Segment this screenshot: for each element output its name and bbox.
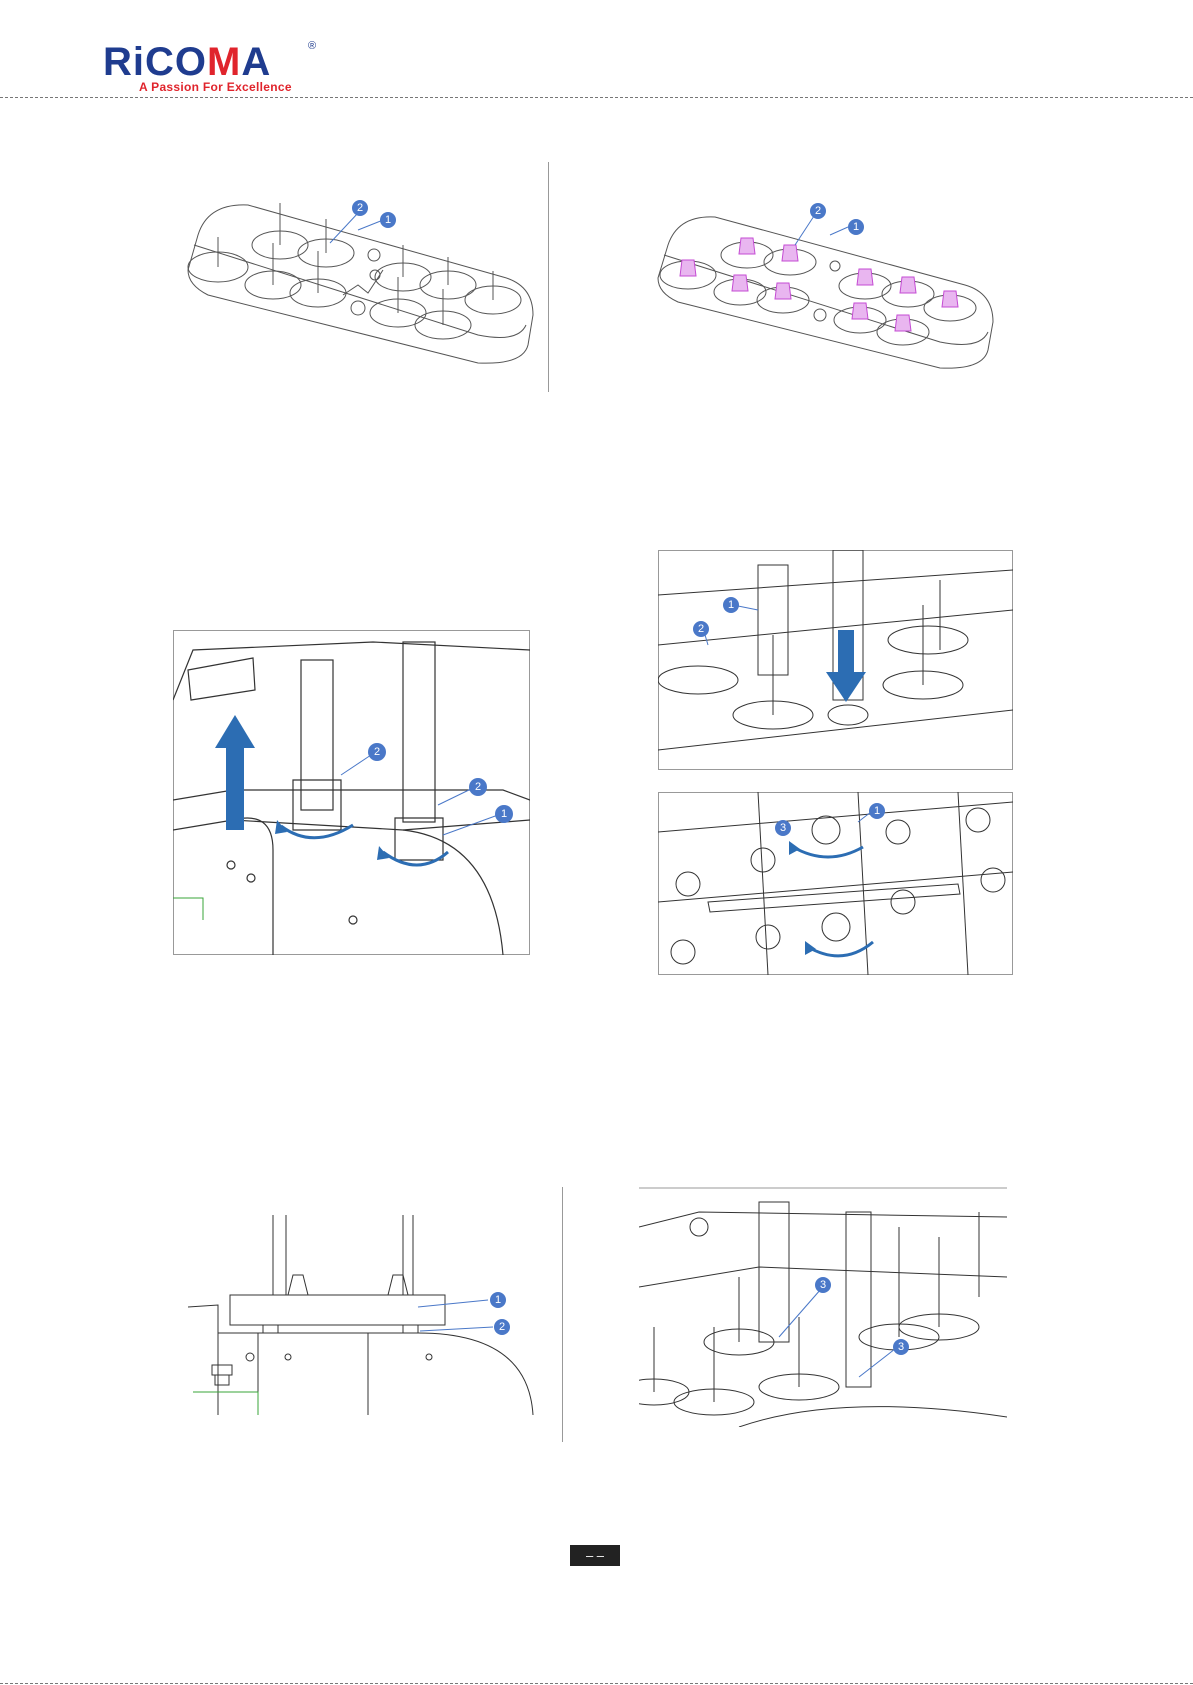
header-divider — [0, 97, 1193, 98]
callout-2: 2 — [352, 200, 368, 216]
svg-text:2: 2 — [357, 202, 363, 214]
callout-1: 1 — [380, 212, 396, 228]
ricoma-logo: RiCOMA ® A Passion For Excellence — [103, 42, 348, 94]
figure-fasten-nuts: 1 3 — [658, 792, 1013, 975]
page-header: RiCOMA ® A Passion For Excellence — [0, 0, 1193, 100]
logo-wordmark: RiCOMA — [103, 42, 271, 82]
callout-1: 1 — [490, 1292, 506, 1308]
svg-text:3: 3 — [898, 1341, 904, 1353]
page-number: – – — [570, 1545, 620, 1566]
figure-tray-cones: 1 2 — [650, 200, 1000, 385]
svg-text:1: 1 — [853, 221, 859, 233]
svg-text:2: 2 — [815, 205, 821, 217]
svg-text:2: 2 — [475, 781, 481, 793]
svg-text:1: 1 — [728, 599, 734, 611]
callout-1: 1 — [869, 803, 885, 819]
figure-divider-2 — [562, 1187, 563, 1442]
svg-text:1: 1 — [385, 214, 391, 226]
callout-2: 2 — [494, 1319, 510, 1335]
svg-text:3: 3 — [780, 822, 786, 834]
figure-divider — [548, 162, 549, 392]
svg-text:3: 3 — [820, 1279, 826, 1291]
figure-side-view: 1 2 — [188, 1215, 563, 1415]
svg-text:2: 2 — [374, 746, 380, 758]
svg-text:1: 1 — [495, 1294, 501, 1306]
svg-text:1: 1 — [874, 805, 880, 817]
figure-insert-post: 1 2 — [658, 550, 1013, 770]
logo-tagline: A Passion For Excellence — [139, 80, 292, 94]
callout-3a: 3 — [815, 1277, 831, 1293]
figure-remove-posts: 2 2 1 — [173, 630, 530, 955]
svg-text:2: 2 — [499, 1321, 505, 1333]
callout-1: 1 — [723, 597, 739, 613]
callout-2a: 2 — [368, 743, 386, 761]
callout-2: 2 — [693, 621, 709, 637]
figure-tray-plain: 1 2 — [178, 185, 543, 380]
svg-text:1: 1 — [501, 808, 507, 820]
figure-posts-installed: 3 3 — [639, 1187, 1007, 1427]
callout-2: 2 — [810, 203, 826, 219]
callout-2b: 2 — [469, 778, 487, 796]
footer-divider — [0, 1683, 1193, 1684]
registered-mark: ® — [308, 40, 316, 52]
svg-text:2: 2 — [698, 623, 704, 635]
callout-3: 3 — [775, 820, 791, 836]
callout-1: 1 — [495, 805, 513, 823]
callout-3b: 3 — [893, 1339, 909, 1355]
callout-1: 1 — [848, 219, 864, 235]
